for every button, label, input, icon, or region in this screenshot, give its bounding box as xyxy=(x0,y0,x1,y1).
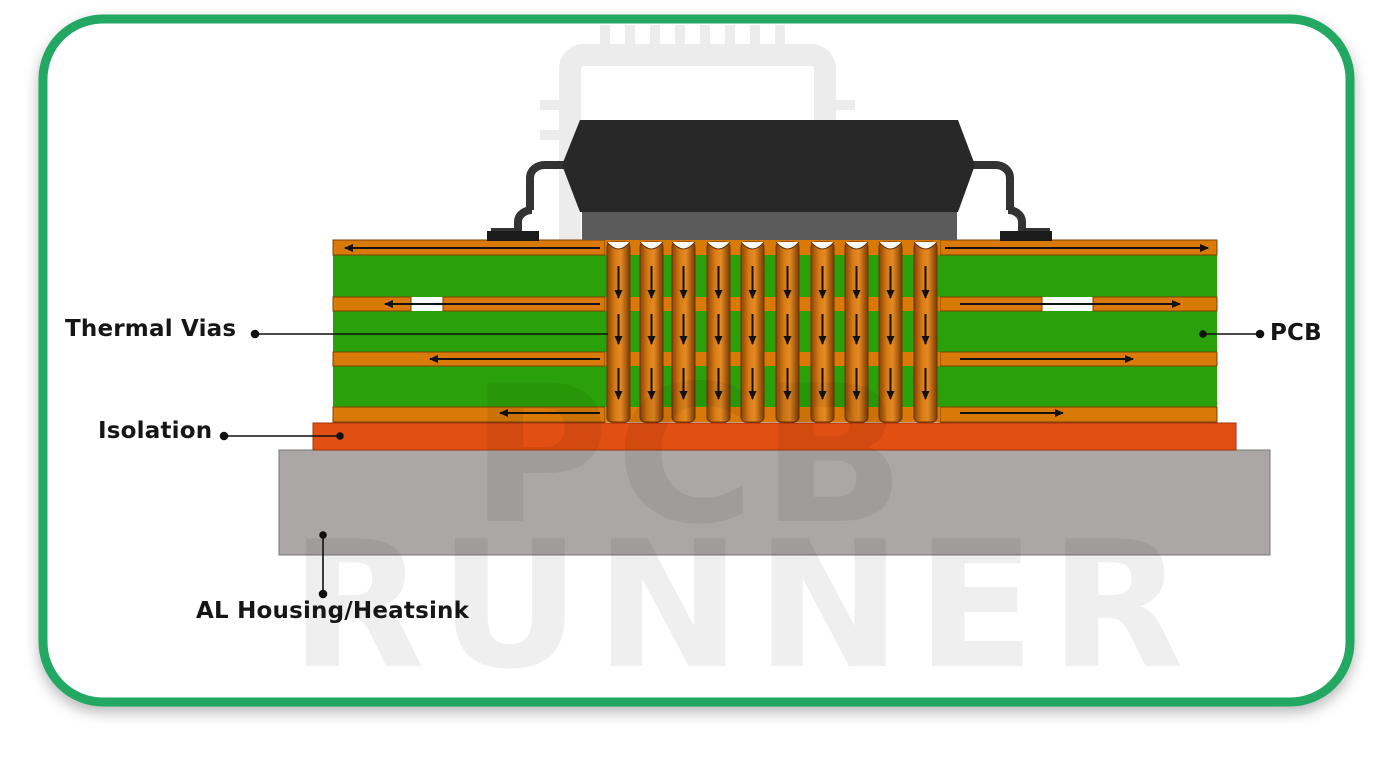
watermark-text-runner: RUNNER xyxy=(290,505,1199,708)
pcb-right-stack xyxy=(939,239,1218,423)
label-thermal-vias: Thermal Vias xyxy=(65,316,237,342)
isolation-layer xyxy=(312,422,1237,451)
watermark-text-pcb: PCB xyxy=(470,345,912,566)
pad-right xyxy=(1000,231,1052,241)
heat-flow-arrows xyxy=(344,244,1209,417)
label-al-housing-heatsink: AL Housing/Heatsink xyxy=(196,598,470,624)
pad-left xyxy=(487,231,539,241)
heatsink-block xyxy=(278,449,1271,556)
chip-die-shadow xyxy=(582,212,957,240)
chip-lead-right xyxy=(972,161,1050,236)
leader-lines xyxy=(219,329,1265,599)
chip-lead-left xyxy=(491,161,566,236)
chip-package xyxy=(487,120,1052,241)
thermal-vias-group xyxy=(606,241,938,423)
label-isolation: Isolation xyxy=(98,418,213,444)
chip-body xyxy=(562,120,975,212)
label-pcb: PCB xyxy=(1270,320,1322,346)
